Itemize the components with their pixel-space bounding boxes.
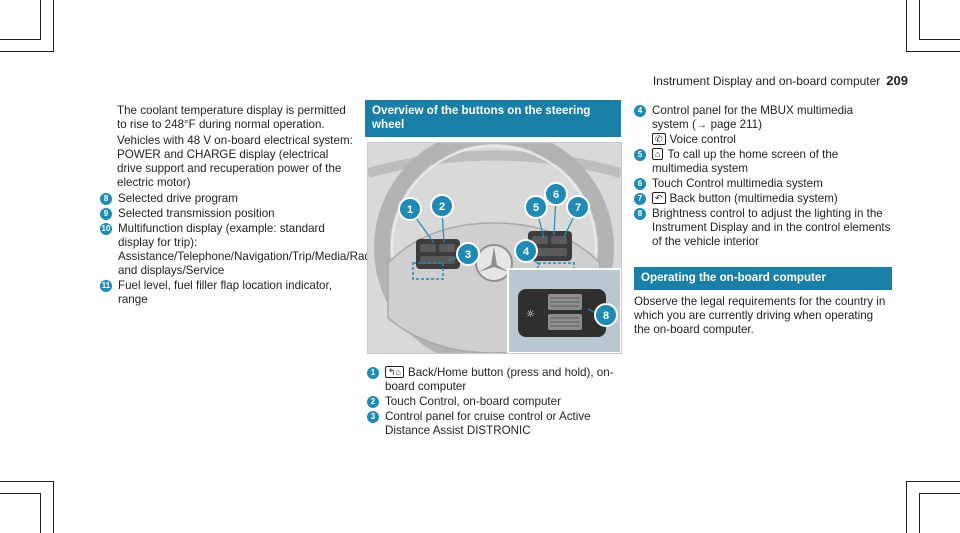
svg-text:1: 1 (407, 204, 413, 216)
right-column: 4 Control panel for the MBUX multimedia … (634, 104, 892, 339)
list-item-text: Multifunction display (example: standard… (118, 222, 415, 277)
list-item-text: Touch Control, on-board computer (385, 395, 561, 408)
callout-3: 3 (456, 242, 480, 266)
list-item: 4 Control panel for the MBUX multimedia … (634, 104, 892, 132)
callout-5: 5 (524, 195, 548, 219)
back-icon: ↶ (652, 192, 666, 204)
running-header: Instrument Display and on-board computer… (653, 73, 908, 88)
crop-mark (906, 0, 907, 52)
list-item: 3 Control panel for cruise control or Ac… (367, 410, 623, 438)
section-heading-operating: Operating the on-board computer (634, 267, 892, 290)
callout-2: 2 (430, 194, 454, 218)
list-item-text: Control panel for the MBUX multimedia sy… (652, 104, 854, 131)
middle-column: Overview of the buttons on the steering … (365, 100, 621, 137)
callout-6: 6 (544, 182, 568, 206)
callout-1: 1 (398, 197, 422, 221)
list-item-text: Touch Control multimedia system (652, 177, 823, 190)
svg-text:7: 7 (575, 202, 581, 214)
crop-mark (919, 0, 920, 40)
list-item: 10 Multifunction display (example: stand… (100, 222, 415, 278)
list-item-text: Selected drive program (118, 192, 238, 205)
crop-mark (919, 493, 960, 494)
svg-text:6: 6 (553, 189, 559, 201)
crop-mark (40, 0, 41, 40)
list-item-text: Back button (multimedia system) (669, 192, 838, 205)
crop-mark (53, 481, 54, 533)
middle-column-legend: 1 ↰⌂Back/Home button (press and hold), o… (367, 366, 623, 439)
page-number: 209 (886, 73, 908, 88)
callout-badge: 3 (367, 411, 379, 423)
crop-mark (906, 481, 907, 533)
list-item-text: Back/Home button (press and hold), on-bo… (385, 366, 614, 393)
left-column: The coolant temperature display is permi… (100, 104, 415, 308)
callout-badge: 4 (634, 105, 646, 117)
svg-text:8: 8 (603, 310, 609, 322)
svg-text:5: 5 (533, 202, 539, 214)
svg-text:2: 2 (439, 201, 445, 213)
callout-badge: 1 (367, 367, 379, 379)
callout-badge: 9 (100, 208, 112, 220)
list-item: 5 ⌂To call up the home screen of the mul… (634, 148, 892, 176)
list-item: 2 Touch Control, on-board computer (367, 395, 623, 409)
list-item: 8 Selected drive program (100, 192, 353, 206)
list-item-text: Voice control (669, 133, 736, 146)
steering-wheel-illustration: ☼ 1 2 3 4 5 6 7 8 (368, 143, 621, 353)
list-item-text: To call up the home screen of the multim… (652, 148, 839, 175)
callout-8: 8 (594, 303, 618, 327)
voice-control-icon: ✆ (652, 133, 666, 145)
steering-wheel-figure: ☼ 1 2 3 4 5 6 7 8 (367, 142, 622, 354)
callout-badge: 2 (367, 396, 379, 408)
crop-mark (0, 481, 54, 482)
crop-mark (906, 51, 960, 52)
crop-mark (53, 0, 54, 52)
svg-text:4: 4 (523, 246, 530, 258)
callout-4: 4 (514, 239, 538, 263)
back-home-icon: ↰⌂ (385, 366, 404, 378)
callout-7: 7 (566, 195, 590, 219)
crop-mark (919, 39, 960, 40)
callout-badge: 7 (634, 193, 646, 205)
coolant-paragraph: The coolant temperature display is permi… (117, 104, 346, 131)
crop-mark (0, 493, 40, 494)
power-charge-paragraph: Vehicles with 48 V on-board electrical s… (117, 134, 353, 189)
callout-badge: 10 (100, 223, 112, 235)
list-item-text: Selected transmission position (118, 207, 275, 220)
list-item: 9 Selected transmission position (100, 207, 353, 221)
home-icon: ⌂ (652, 148, 664, 160)
crop-mark (0, 39, 40, 40)
list-item: 11 Fuel level, fuel filler flap location… (100, 279, 353, 307)
list-item-text: Fuel level, fuel filler flap location in… (118, 279, 332, 306)
operating-paragraph: Observe the legal requirements for the c… (634, 295, 886, 336)
header-title: Instrument Display and on-board computer (652, 74, 881, 88)
list-item: 8 Brightness control to adjust the light… (634, 207, 892, 249)
crop-mark (919, 493, 920, 533)
crop-mark (0, 51, 54, 52)
list-item: 1 ↰⌂Back/Home button (press and hold), o… (367, 366, 623, 394)
svg-text:3: 3 (465, 249, 471, 261)
list-item: 7 ↶Back button (multimedia system) (634, 192, 892, 206)
callout-badge: 11 (100, 280, 112, 292)
callout-badge: 5 (634, 149, 646, 161)
callout-badge: 8 (634, 208, 646, 220)
list-item-text: Brightness control to adjust the lightin… (652, 207, 891, 248)
crop-mark (906, 481, 960, 482)
section-heading-buttons: Overview of the buttons on the steering … (365, 100, 621, 137)
list-item-text: Control panel for cruise control or Acti… (385, 410, 591, 437)
callout-badge: 8 (100, 193, 112, 205)
crop-mark (40, 493, 41, 533)
list-item: ✆Voice control (634, 133, 892, 147)
svg-text:☼: ☼ (526, 309, 535, 320)
list-item: 6 Touch Control multimedia system (634, 177, 892, 191)
callout-badge: 6 (634, 178, 646, 190)
